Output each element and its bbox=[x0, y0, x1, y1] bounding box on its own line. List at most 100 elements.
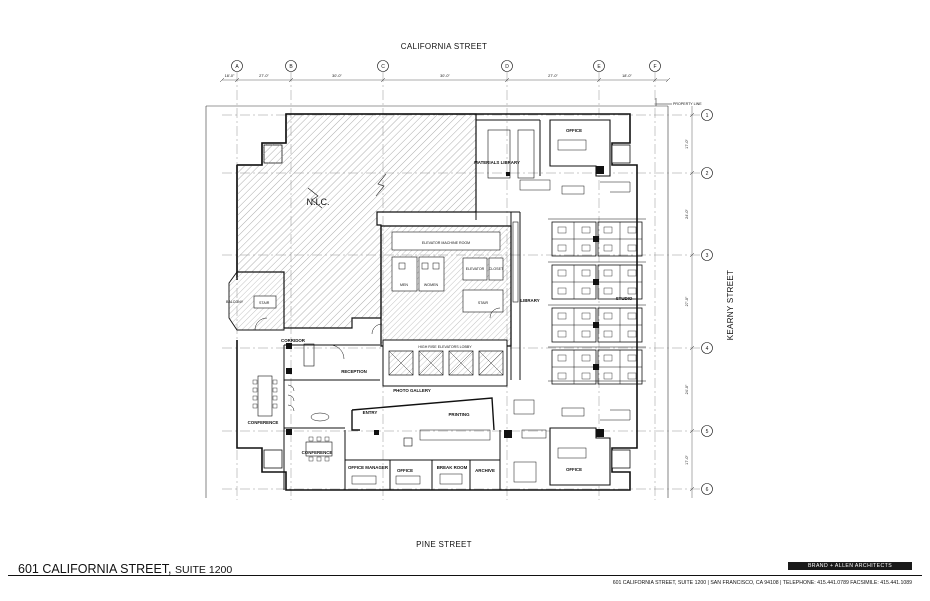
grid-label-col-D: D bbox=[505, 64, 509, 70]
workstation-chair bbox=[557, 269, 567, 277]
elevator-car-cross bbox=[478, 350, 504, 376]
photo-gallery: PHOTO GALLERY ENTRY PRINTING bbox=[351, 388, 495, 447]
workstation-chair bbox=[581, 330, 591, 338]
office-se-label: OFFICE bbox=[566, 467, 582, 472]
grid-bubble-col-D bbox=[501, 60, 513, 72]
firm-logo: BRAND + ALLEN ARCHITECTS bbox=[788, 562, 912, 570]
reception-label: RECEPTION bbox=[341, 369, 367, 374]
grid-label-col-C: C bbox=[381, 64, 385, 70]
conference-south-label: CONFERENCE bbox=[302, 450, 333, 455]
conference-chair bbox=[272, 395, 278, 401]
office-se: OFFICE bbox=[549, 427, 611, 486]
elevator-label: ELEVATOR bbox=[466, 267, 485, 271]
property-line-label: PROPERTY LINE bbox=[673, 102, 702, 106]
dim-label-row-4: 17'-0" bbox=[685, 455, 689, 465]
photo-gallery-label: PHOTO GALLERY bbox=[393, 388, 431, 393]
archive-label: ARCHIVE bbox=[475, 468, 495, 473]
dim-tick-row-1 bbox=[689, 170, 695, 176]
dim-tick-row-2 bbox=[689, 252, 695, 258]
workstation-chair bbox=[627, 330, 637, 338]
conference-south: CONFERENCE bbox=[286, 429, 333, 462]
grid-label-row-1: 1 bbox=[706, 113, 709, 119]
balcony-stair-label: STAIR bbox=[259, 301, 270, 305]
studio-label: STUDIO bbox=[616, 296, 633, 301]
conference-chair bbox=[324, 456, 330, 462]
project-address: 601 CALIFORNIA STREET, bbox=[18, 562, 172, 576]
studio-workstations bbox=[548, 218, 646, 385]
elevator-car-cross bbox=[388, 350, 414, 376]
grid-bubble-col-C bbox=[377, 60, 389, 72]
workstation-chair bbox=[557, 330, 567, 338]
conference-chair bbox=[272, 403, 278, 409]
grid-label-row-3: 3 bbox=[706, 253, 709, 259]
grid-label-row-5: 5 bbox=[706, 429, 709, 435]
workstation-chair bbox=[581, 372, 591, 380]
title-block: 601 CALIFORNIA STREET, SUITE 1200 BRAND … bbox=[0, 556, 930, 601]
street-label-south: PINE STREET bbox=[416, 540, 472, 549]
workstation-chair bbox=[603, 354, 613, 362]
workstation-chair bbox=[603, 269, 613, 277]
dim-tick-col-7 bbox=[665, 77, 671, 83]
grid-label-col-A: A bbox=[235, 64, 239, 70]
grid-bubble-col-E bbox=[593, 60, 605, 72]
break-room-label: BREAK ROOM bbox=[437, 465, 468, 470]
dim-tick-col-5 bbox=[596, 77, 602, 83]
studio-column bbox=[593, 364, 599, 370]
office-ne-label: OFFICE bbox=[566, 128, 582, 133]
dim-label-col-2: 30'-0" bbox=[332, 74, 342, 78]
grid-bubble-col-B bbox=[285, 60, 297, 72]
workstation-chair bbox=[557, 226, 567, 234]
grid-label-col-E: E bbox=[597, 64, 601, 70]
grid-bubble-col-A bbox=[231, 60, 243, 72]
entry-label: ENTRY bbox=[363, 410, 378, 415]
grid-bubble-row-4 bbox=[701, 342, 713, 354]
dim-label-row-1: 24'-0" bbox=[685, 209, 689, 219]
nic-area: N.I.C. bbox=[236, 113, 477, 329]
grid-label-row-2: 2 bbox=[706, 171, 709, 177]
dim-label-col-1: 27'-0" bbox=[259, 74, 269, 78]
workstation-chair bbox=[581, 244, 591, 252]
dim-label-col-4: 27'-0" bbox=[548, 74, 558, 78]
closet-label: CLOSET bbox=[489, 267, 504, 271]
workstation-chair bbox=[603, 287, 613, 295]
core-stair-label: STAIR bbox=[478, 301, 489, 305]
column-dimensions: 18'-0"27'-0"30'-0"30'-0"27'-0"18'-0" bbox=[219, 74, 671, 83]
workstation-chair bbox=[603, 330, 613, 338]
workstation-chair bbox=[603, 244, 613, 252]
workstation-chair bbox=[627, 226, 637, 234]
conference-chair bbox=[252, 379, 258, 385]
workstation-chair bbox=[627, 354, 637, 362]
workstation-chair bbox=[603, 372, 613, 380]
office-ne: OFFICE bbox=[549, 119, 611, 177]
property-line bbox=[205, 98, 672, 498]
dim-label-col-0: 18'-0" bbox=[225, 74, 235, 78]
workstation-chair bbox=[627, 312, 637, 320]
dim-tick-col-0 bbox=[219, 77, 225, 83]
south-rooms: OFFICE MANAGER OFFICE BREAK ROOM ARCHIVE bbox=[348, 430, 512, 485]
dim-tick-row-3 bbox=[689, 345, 695, 351]
dim-label-row-0: 17'-0" bbox=[685, 139, 689, 149]
grid-bubble-row-3 bbox=[701, 249, 713, 261]
conference-chair bbox=[308, 456, 314, 462]
grid-label-row-6: 6 bbox=[706, 487, 709, 493]
conference-chair bbox=[252, 403, 258, 409]
grid-bubble-row-5 bbox=[701, 425, 713, 437]
nic-label: N.I.C. bbox=[306, 197, 329, 207]
workstation-chair bbox=[627, 372, 637, 380]
dim-tick-col-2 bbox=[288, 77, 294, 83]
studio-column bbox=[593, 236, 599, 242]
workstation-chair bbox=[581, 269, 591, 277]
conference-west: CONFERENCE bbox=[248, 375, 295, 425]
workstation-chair bbox=[557, 287, 567, 295]
project-title: 601 CALIFORNIA STREET, SUITE 1200 bbox=[18, 562, 232, 576]
studio-column bbox=[593, 279, 599, 285]
workstation-chair bbox=[627, 244, 637, 252]
title-rule bbox=[8, 575, 922, 576]
balcony-label: BALCONY bbox=[226, 300, 244, 304]
building-core: ELEVATOR MACHINE ROOM MEN WOMEN ELEVATOR… bbox=[380, 225, 512, 387]
conference-chair bbox=[272, 379, 278, 385]
elevator-car-cross bbox=[448, 350, 474, 376]
workstation-chair bbox=[627, 287, 637, 295]
workstation-chair bbox=[603, 226, 613, 234]
conference-chair bbox=[308, 436, 314, 442]
